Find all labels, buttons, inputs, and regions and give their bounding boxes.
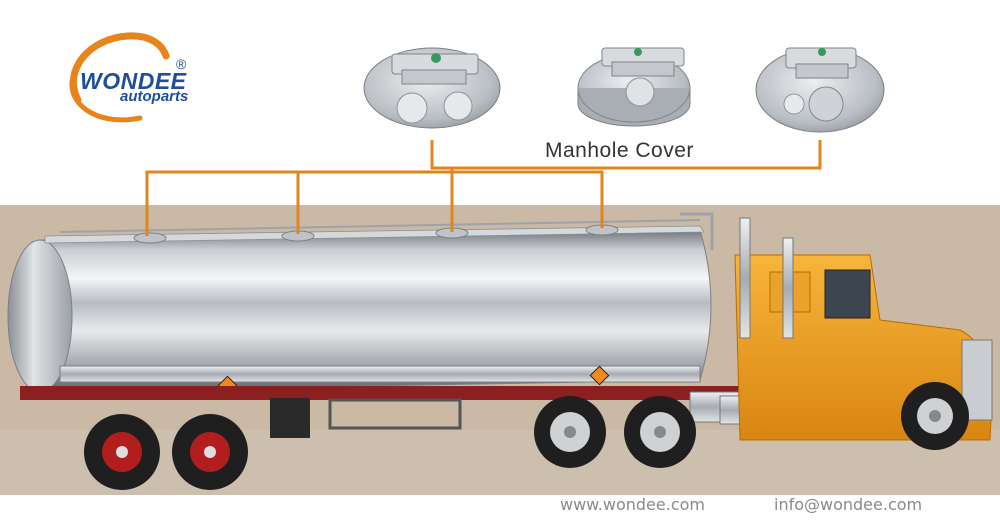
tank-body [7, 212, 714, 393]
manhole-cover-3 [755, 47, 885, 133]
connector-lines [145, 140, 822, 236]
logo-subtitle: autoparts [120, 88, 189, 105]
footer-email[interactable]: info@wondee.com [774, 495, 923, 514]
manhole-cover-caption: Manhole Cover [545, 139, 694, 162]
manhole-cover-2 [577, 47, 691, 127]
wheels [84, 382, 969, 490]
wheel-mid-1 [534, 396, 606, 468]
wheel-front [901, 382, 969, 450]
wheel-rear-1 [84, 414, 160, 490]
footer-website[interactable]: www.wondee.com [560, 495, 705, 514]
registered-mark: ® [176, 56, 187, 72]
logo-brand: WONDEE [80, 68, 187, 94]
wheel-mid-2 [624, 396, 696, 468]
ground-floor [0, 430, 1000, 495]
tank-hatches [133, 224, 619, 244]
manhole-cover-1 [363, 47, 501, 129]
wheel-rear-2 [172, 414, 248, 490]
hazard-diamond-icon [589, 365, 610, 386]
logo-emblem [69, 32, 170, 123]
